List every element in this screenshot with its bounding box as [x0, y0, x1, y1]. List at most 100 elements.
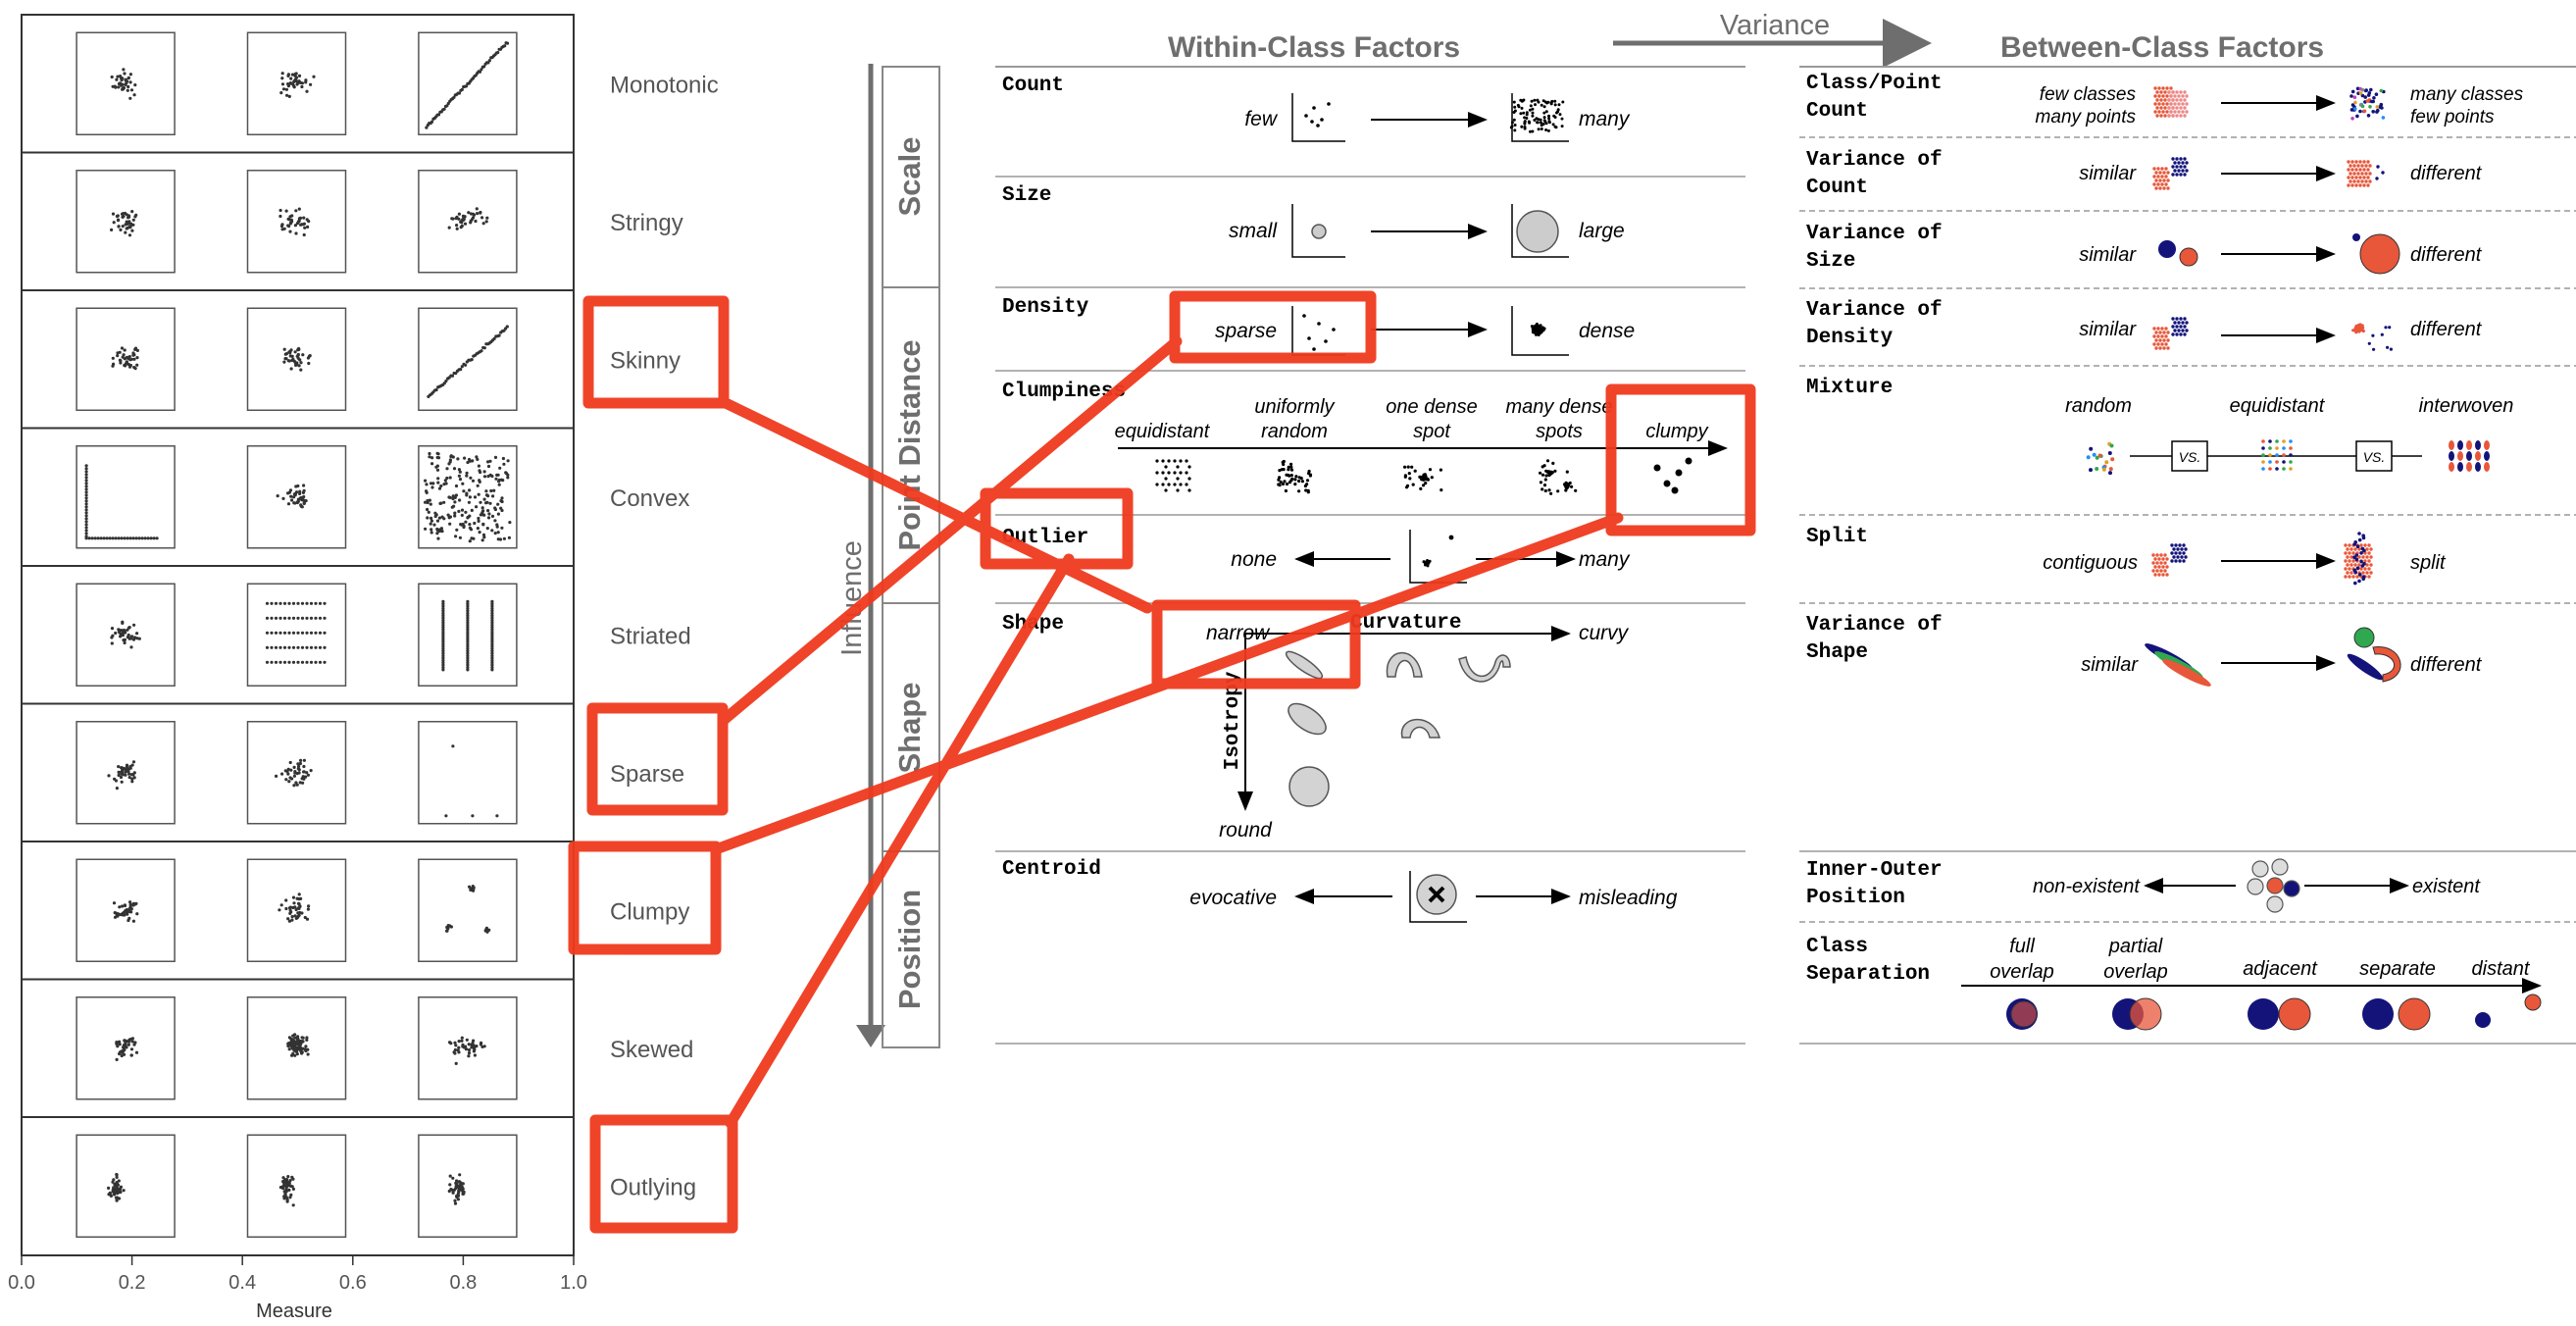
clump-dot [1419, 486, 1423, 490]
count-many-dot [1522, 111, 1526, 115]
separation-level-label: separate [2359, 958, 2436, 980]
separation-level-label: adjacent [2243, 958, 2318, 980]
count-many-dot [1557, 103, 1561, 107]
count-many-dot [1552, 114, 1556, 118]
count-many-dot [1533, 119, 1537, 122]
vdens-dot [2173, 329, 2177, 332]
mixture-dot [2109, 443, 2114, 448]
factor-size: Size [1002, 184, 1051, 207]
vcount-dot [2154, 178, 2158, 182]
cpc-dot [2177, 94, 2181, 98]
scag-axis-tick-label: 0.6 [339, 1272, 367, 1294]
separation-circle [2362, 998, 2394, 1030]
vcount-dot [2160, 167, 2164, 171]
cpc-dot [2177, 102, 2181, 106]
clump-dot [1288, 474, 1291, 478]
cpc-dot [2173, 110, 2177, 114]
group-scale: Scale [892, 136, 927, 216]
cpc-dot [2381, 116, 2386, 120]
cpc-dot [2167, 90, 2171, 94]
split-dot [2367, 559, 2371, 563]
scag-mini-plot [76, 31, 176, 135]
clump-dot [1155, 459, 1159, 463]
between-title: Between-Class Factors [2000, 31, 2324, 64]
separation-level-label: full [2009, 936, 2035, 957]
clump-dot [1541, 473, 1545, 477]
vdens-dot [2361, 329, 2365, 333]
clumpiness-level-label: equidistant [1115, 421, 1211, 442]
split-dot [2355, 544, 2360, 548]
io-high: existent [2412, 876, 2481, 897]
cpc-dot [2159, 106, 2163, 110]
split-dot [2155, 561, 2159, 565]
clump-dot [1430, 476, 1434, 480]
vcount-dot [2350, 160, 2354, 164]
cpc-dot [2360, 93, 2365, 98]
clump-dot [1403, 474, 1407, 478]
count-many-dot [1550, 99, 1554, 103]
cpc-dot [2363, 95, 2367, 99]
clump-dot [1293, 478, 1297, 482]
clump-dot [1164, 465, 1168, 469]
mixture-dot [2268, 439, 2272, 443]
clump-dot [1176, 465, 1180, 469]
split-dot [2361, 536, 2366, 540]
cpc-dot [2165, 102, 2169, 106]
scag-mini-plot [246, 858, 347, 962]
cpc-dot [2353, 100, 2357, 105]
vdens-dot [2371, 333, 2375, 337]
count-few-dot [1320, 118, 1324, 122]
mixture-dot [2108, 471, 2112, 476]
split-dot [2182, 551, 2186, 555]
vcount-dot [2154, 171, 2158, 175]
shape-glyphs [1285, 650, 1511, 807]
vcount-dot [2179, 157, 2183, 161]
clump-dot [1544, 469, 1548, 473]
scag-mini-plot [418, 583, 518, 687]
mixture-dot [2484, 440, 2490, 450]
split-dot [2357, 537, 2362, 542]
cpc-dot [2185, 102, 2189, 106]
split-dot [2352, 542, 2356, 546]
count-many-dot [1530, 99, 1534, 103]
split-dot [2369, 563, 2373, 567]
split-dot [2355, 566, 2360, 570]
cpc-dot [2171, 90, 2175, 94]
split-dot [2184, 555, 2188, 559]
clump-dot [1297, 479, 1301, 484]
count-many-dot [1525, 113, 1529, 117]
vcount-dot [2158, 171, 2162, 175]
cpc-dot [2175, 90, 2179, 94]
split-dot [2153, 557, 2157, 561]
cpc-dot [2358, 109, 2362, 114]
vcount-dot [2347, 176, 2350, 179]
factor-variance-size: Variance of [1806, 223, 1943, 245]
count-many-dot [1537, 100, 1541, 104]
mixture-dot [2268, 453, 2272, 457]
vcount-dot [2381, 171, 2385, 175]
count-many-dot [1525, 117, 1529, 120]
split-dot [2159, 561, 2163, 565]
clump-dot [1187, 488, 1191, 492]
count-many-dot [1547, 114, 1550, 118]
scag-mini-plot [246, 445, 347, 549]
cpc-dot [2159, 114, 2163, 118]
vcount-dot [2354, 168, 2358, 172]
split-dot [2357, 573, 2362, 577]
vdens-dot [2175, 332, 2179, 336]
mixture-dot [2449, 462, 2454, 472]
factor-density: Density [1002, 296, 1089, 319]
vcount-dot [2347, 183, 2350, 187]
scag-mini-points [445, 885, 491, 934]
vdens-dot [2171, 332, 2175, 336]
mixture-dot [2282, 467, 2286, 471]
clumpiness-level-label: uniformly [1254, 396, 1335, 418]
clump-dot [1161, 459, 1165, 463]
split-dot [2155, 569, 2159, 573]
split-dot [2172, 547, 2176, 551]
scag-mini-points [424, 451, 512, 543]
vdens-dot [2166, 331, 2170, 334]
split-dot [2351, 559, 2355, 563]
mixture-equidistant: equidistant [2230, 395, 2326, 417]
vcount-dot [2360, 172, 2364, 176]
